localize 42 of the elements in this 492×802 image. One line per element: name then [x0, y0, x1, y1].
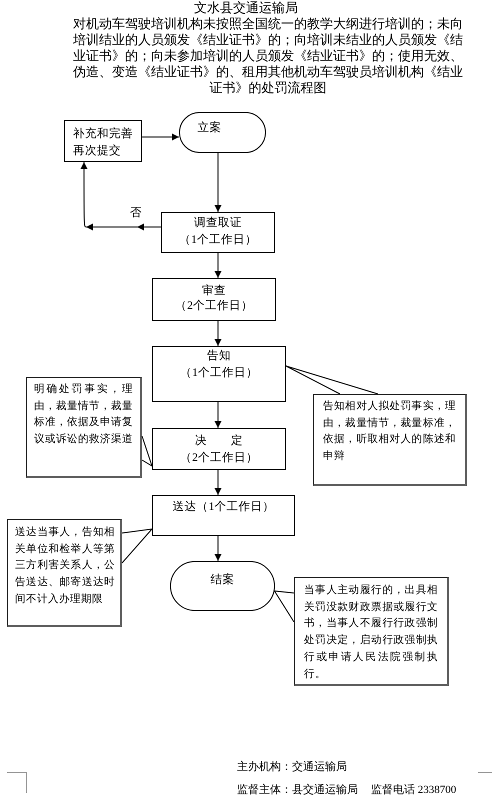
callout-text: 告知相对人拟处罚事实，理由，裁量情节，裁量标准，依据，听取相对人的陈述和申辩: [323, 399, 456, 464]
step-label: 审查: [202, 284, 226, 299]
diagram-title: 对机动车驾驶培训机构未按照全国统一的教学大纲进行培训的；未向培训结业的人员颁发《结业证书》的；向培训未结业的人员颁发《结业证书》的；向未参加培训的人员颁发《结业证书》的；使用无效、伪造、变造《结业证书》的、租用其他机动车驾驶员培训机构《结业证书》的处罚流程图: [73, 16, 463, 96]
duration-label: （2个工作日）: [175, 299, 253, 314]
step-label: 告知: [207, 348, 231, 364]
terminal-shape: [179, 112, 266, 153]
arrow: [80, 162, 162, 230]
step-label: 补充和完善再次提交: [73, 126, 134, 159]
supervisor-text: 监督主体：县交通运输局: [237, 783, 358, 798]
process-box: [161, 212, 275, 253]
process-box: [152, 346, 286, 402]
duration-label: （2个工作日）: [180, 450, 258, 466]
terminal-shape: [170, 561, 275, 611]
callout-box: [26, 377, 142, 478]
duration-label: （1个工作日）: [180, 366, 258, 381]
callout-box: [7, 519, 122, 627]
arrow: [214, 470, 222, 496]
edge-label: 否: [129, 206, 143, 220]
arrow: [214, 402, 222, 428]
issuer-heading: 文水县交通运输局: [193, 0, 299, 15]
callout-box: [294, 577, 449, 686]
hotline-text: 监督电话 2338700: [371, 783, 456, 798]
step-label: 立案: [198, 120, 222, 136]
callout-text: 送达当事人，告知相关单位和检举人等第三方利害关系人，公告送达、邮寄送达时间不计入办理期限: [15, 525, 115, 607]
step-label: 结案: [210, 572, 234, 588]
host-agency-text: 主办机构：交通运输局: [237, 760, 347, 775]
process-box: [64, 120, 142, 162]
process-box: [152, 278, 276, 321]
callout-text: 明确处罚事实，理由，裁量情节，裁量标准，依据及申请复议或诉讼的救济渠道: [34, 382, 133, 448]
arrow: [142, 134, 180, 140]
arrow: [214, 152, 222, 212]
process-box: [152, 495, 295, 536]
callout-text: 当事人主动履行的，出具相关罚没款财政票据或履行文书，当事人不履行行政强制处罚决定，启动行政强制执行或申请人民法院强制执行。: [304, 583, 438, 682]
step-label: 决 定: [195, 434, 243, 449]
step-label: 调查取证: [194, 216, 242, 231]
arrow: [214, 252, 222, 278]
arrow: [214, 320, 222, 346]
process-box: [152, 428, 286, 470]
arrow: [214, 536, 222, 562]
duration-label: （1个工作日）: [179, 232, 257, 248]
callout-box: [313, 394, 467, 486]
step-label: 送达（1个工作日）: [172, 500, 274, 515]
